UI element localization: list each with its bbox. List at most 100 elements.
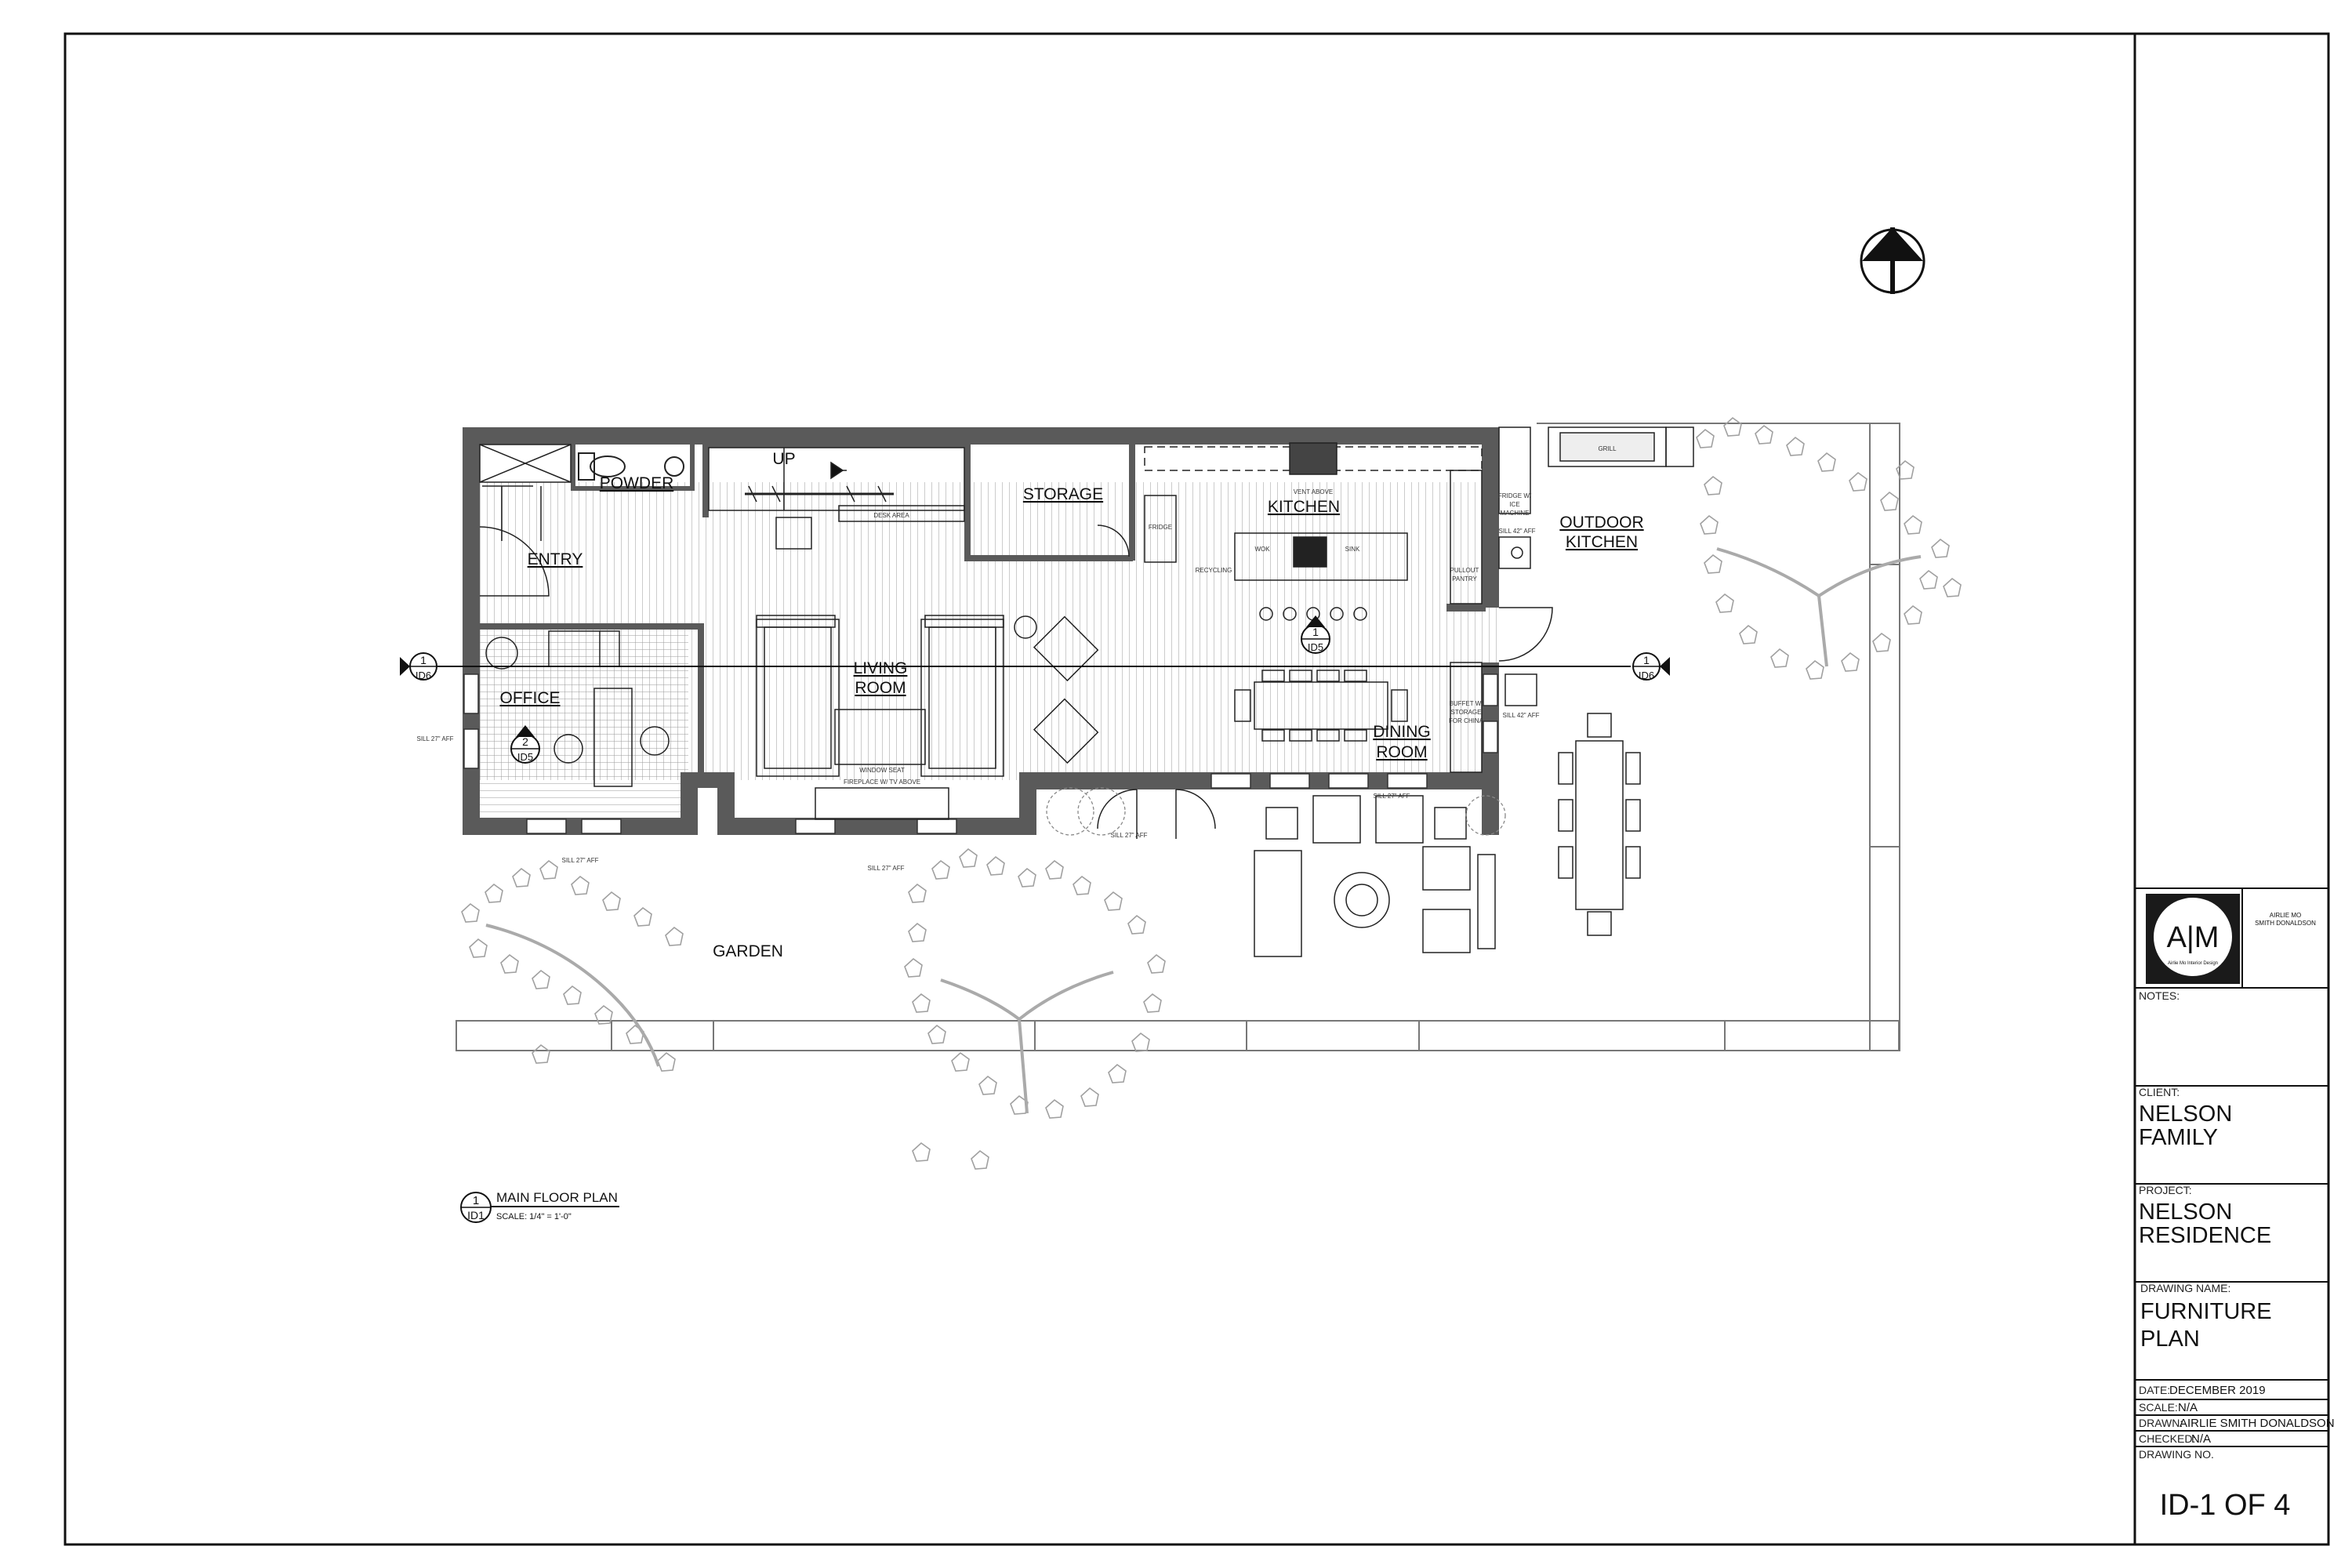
note-desk-area: DESK AREA [873,512,909,519]
living-furniture [756,615,1099,820]
section-right-num: 1 [1643,654,1650,666]
note-wok: WOK [1254,546,1270,553]
room-label-outdoor-kitchen-1: OUTDOOR [1559,514,1643,532]
note-sill-outdoor-1: SILL 42" AFF [1498,528,1535,535]
note-buffet-2: STORAGE [1451,709,1482,716]
windows [463,673,1498,834]
note-window-seat: WINDOW SEAT [859,767,905,774]
kitchen-elev-num: 1 [1312,626,1319,638]
staircase [708,447,965,550]
note-sill-patio: SILL 27" AFF [1110,832,1147,839]
scale-label: SCALE: [2139,1401,2178,1414]
office-elev-ref: ID5 [517,751,533,763]
kitchen-elev-ref: ID5 [1308,641,1323,653]
logo-tagline: Airlie Mo Interior Design [2168,961,2218,966]
drawing-name-1: FURNITURE [2140,1299,2272,1324]
tree-right [1696,417,1962,680]
date-label: DATE: [2139,1384,2170,1396]
note-fireplace: FIREPLACE W/ TV ABOVE [844,779,920,786]
firm-name-1: AIRLIE MO [2270,912,2301,919]
room-label-kitchen: KITCHEN [1268,498,1340,516]
drawn-value: AIRLIE SMITH DONALDSON [2180,1417,2335,1430]
client-label: CLIENT: [2139,1086,2180,1098]
note-buffet-3: FOR CHINA [1449,717,1484,724]
room-label-living-1: LIVING [854,659,908,677]
project-label: PROJECT: [2139,1184,2192,1196]
office-elevation-marker: 2 ID5 [510,725,540,764]
patio-furniture [1254,713,1641,957]
outdoor-door [1498,607,1553,662]
dining-table [1234,662,1483,773]
drawing-no-label: DRAWING NO. [2139,1448,2214,1461]
tree-center [904,848,1166,1170]
firm-name-2: SMITH DONALDSON [2255,920,2316,927]
drawing-name-2: PLAN [2140,1327,2200,1352]
note-sink: SINK [1345,546,1360,553]
garden-fence [456,423,1900,1051]
section-marker-left: 1 ID6 [400,652,437,681]
tree-left [461,860,684,1072]
note-sill-office: SILL 27" AFF [416,735,453,742]
room-label-dining-1: DINING [1373,723,1431,741]
scale-value: N/A [2178,1401,2198,1414]
plan-title-scale: SCALE: 1/4" = 1'-0" [496,1212,572,1221]
note-sill-living: SILL 27" AFF [867,865,904,872]
project-name-1: NELSON [2139,1200,2232,1225]
section-left-ref: ID6 [416,670,431,681]
note-fridge-ice-2: ICE [1509,501,1519,508]
room-label-living-2: ROOM [855,679,906,697]
sheet-border [64,32,2330,1546]
kitchen-elevation-marker: 1 ID5 [1301,615,1330,654]
drawing-no-value: ID-1 OF 4 [2160,1489,2291,1522]
room-label-powder: POWDER [600,474,674,492]
desk-area [838,505,965,522]
project-name-2: RESIDENCE [2139,1223,2271,1248]
note-fridge: FRIDGE [1149,524,1172,531]
checked-label: CHECKED: [2139,1432,2195,1445]
note-pullout-pantry-2: PANTRY [1452,575,1477,583]
note-sill-garden: SILL 27" AFF [561,857,598,864]
office-elev-num: 2 [522,735,528,748]
note-recycling: RECYCLING [1196,567,1232,574]
note-buffet-1: BUFFET W/ [1450,700,1484,707]
client-name-2: FAMILY [2139,1125,2218,1150]
kitchen-fixtures [1144,442,1483,621]
note-fridge-ice-1: FRIDGE W/ [1498,492,1532,499]
section-marker-right: 1 ID6 [1632,652,1670,681]
note-pullout-pantry-1: PULLOUT [1450,567,1479,574]
room-label-entry: ENTRY [528,550,583,568]
client-name-1: NELSON [2139,1102,2232,1127]
plan-title: 1 ID1 MAIN FLOOR PLAN SCALE: 1/4" = 1'-0… [460,1190,619,1223]
note-grill: GRILL [1598,445,1617,452]
section-right-ref: ID6 [1639,670,1654,681]
drawn-label: DRAWN: [2139,1417,2183,1429]
shrubs [1046,787,1506,836]
outdoor-kitchen [1498,426,1694,706]
entry-door [479,444,572,597]
logo-initials: A|M [2167,921,2220,954]
patio-door [1097,789,1216,839]
building-walls [463,427,1499,835]
notes-label: NOTES: [2139,989,2180,1002]
plan-title-num: 1 [473,1194,479,1207]
plan-title-text: MAIN FLOOR PLAN [496,1190,618,1205]
storage-door [1097,524,1130,557]
room-label-office: OFFICE [500,689,561,707]
floor-finish [477,482,1500,835]
room-label-storage: STORAGE [1023,485,1103,503]
room-label-up: UP [772,450,795,468]
section-left-num: 1 [420,654,426,666]
date-value: DECEMBER 2019 [2169,1384,2266,1397]
checked-value: N/A [2191,1432,2211,1446]
room-label-outdoor-kitchen-2: KITCHEN [1566,533,1638,551]
title-block [2135,887,2328,1447]
note-vent: VENT ABOVE [1294,488,1334,495]
note-sill-dining: SILL 27" AFF [1373,793,1410,800]
note-sill-outdoor-2: SILL 42" AFF [1502,712,1539,719]
toilet-icon [578,452,684,481]
room-label-dining-2: ROOM [1376,743,1427,761]
room-label-garden: GARDEN [713,942,783,960]
drawing-name-label: DRAWING NAME: [2140,1282,2230,1294]
note-fridge-ice-3: MACHINE [1501,510,1530,517]
